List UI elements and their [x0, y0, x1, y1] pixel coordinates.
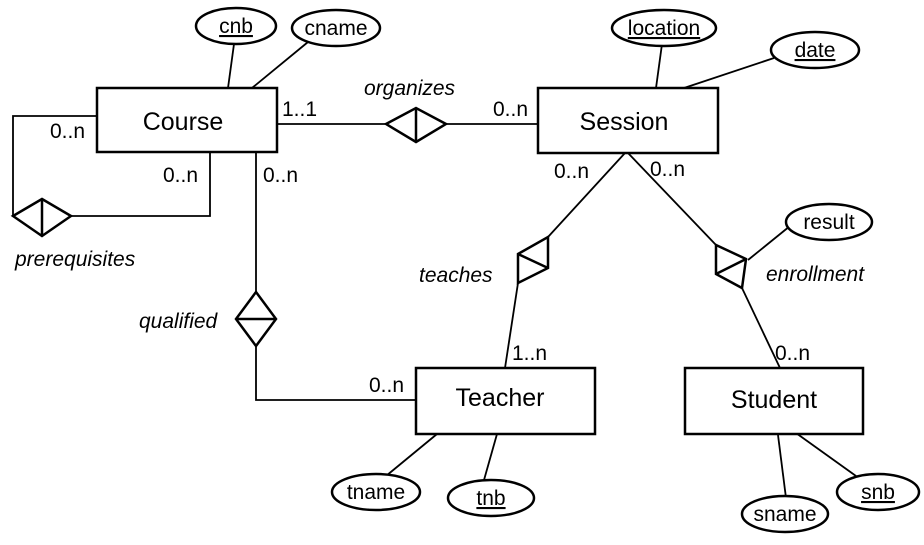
- attribute-snb-label: snb: [861, 481, 895, 504]
- attribute-snb: snb: [835, 472, 921, 512]
- relationship-organizes: [383, 106, 449, 144]
- entity-course: Course: [95, 86, 279, 154]
- cardinality-teaches-teacher: 1..n: [512, 342, 547, 365]
- cardinality-prerequisites-top: 0..n: [50, 120, 85, 143]
- attribute-cname: cname: [290, 8, 382, 48]
- attribute-tnb-label: tnb: [476, 487, 505, 510]
- attribute-sname: sname: [740, 494, 830, 534]
- cardinality-teaches-session: 0..n: [554, 160, 589, 183]
- entity-session-label: Session: [580, 108, 669, 136]
- attribute-tname-label: tname: [347, 481, 405, 504]
- attribute-location: location: [610, 8, 718, 48]
- cardinality-qualified-teacher: 0..n: [369, 374, 404, 397]
- attribute-cnb-label: cnb: [219, 15, 253, 38]
- relationship-prerequisites: [10, 197, 74, 238]
- entity-teacher-label: Teacher: [456, 384, 545, 412]
- cardinality-organizes-course: 1..1: [282, 98, 317, 121]
- attribute-cname-label: cname: [304, 17, 367, 40]
- attribute-tname: tname: [330, 472, 422, 512]
- relationship-teaches: [516, 234, 550, 286]
- entity-student-label: Student: [731, 386, 817, 414]
- relationship-enrollment: [714, 243, 748, 290]
- attribute-cnb: cnb: [194, 6, 278, 46]
- relationship-teaches-label: teaches: [419, 264, 493, 287]
- cardinality-qualified-course: 0..n: [263, 164, 298, 187]
- entity-teacher: Teacher: [414, 366, 597, 436]
- cardinality-enrollment-student: 0..n: [775, 342, 810, 365]
- attribute-result: result: [784, 202, 874, 242]
- attribute-result-label: result: [803, 211, 855, 234]
- attribute-sname-label: sname: [753, 503, 816, 526]
- attribute-location-label: location: [628, 17, 700, 40]
- entity-session: Session: [536, 86, 720, 155]
- entity-student: Student: [683, 366, 865, 436]
- relationship-organizes-label: organizes: [364, 77, 456, 100]
- cardinality-organizes-session: 0..n: [493, 98, 528, 121]
- relationship-qualified-label: qualified: [139, 310, 219, 333]
- relationship-qualified: [234, 289, 278, 349]
- attribute-date: date: [769, 30, 861, 70]
- attribute-tnb: tnb: [446, 478, 536, 518]
- relationship-enrollment-label: enrollment: [766, 263, 865, 286]
- relationship-prerequisites-label: prerequisites: [14, 248, 136, 271]
- cardinality-prerequisites-bottom: 0..n: [163, 164, 198, 187]
- connector-lines: [12, 41, 857, 499]
- cardinality-enrollment-session: 0..n: [650, 158, 685, 181]
- attribute-date-label: date: [795, 39, 836, 62]
- entity-course-label: Course: [143, 108, 224, 136]
